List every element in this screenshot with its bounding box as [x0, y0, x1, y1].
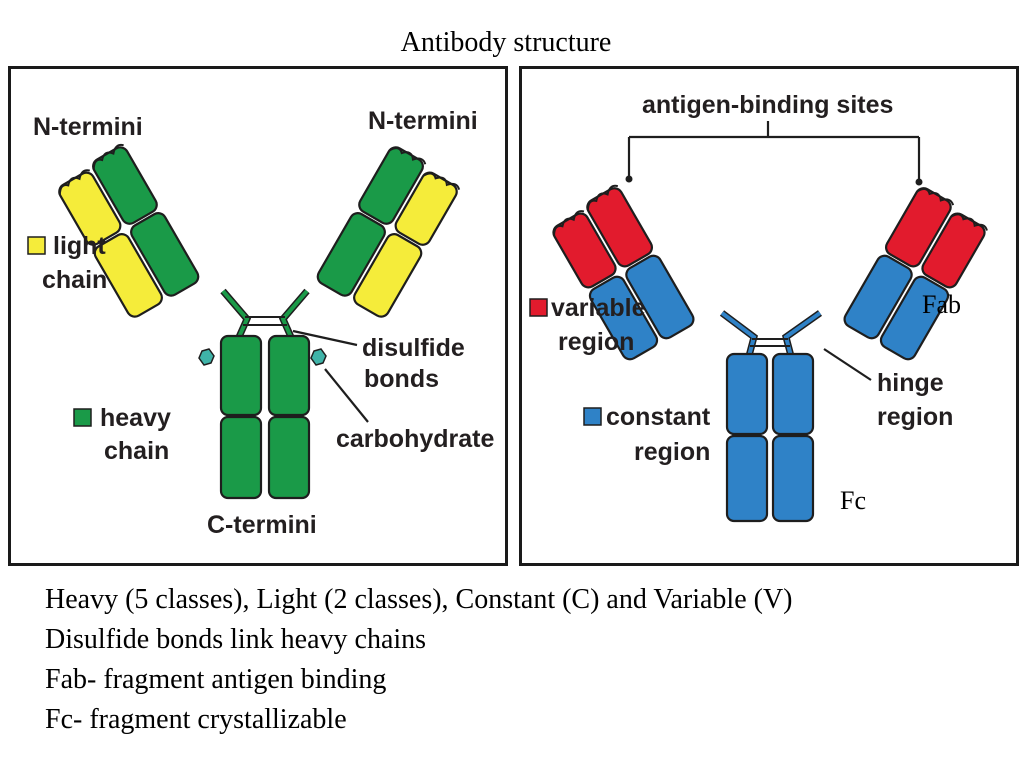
disulfide-pointer-line: [292, 329, 358, 347]
hinge-region-label: region: [877, 403, 953, 431]
light-chain-legend-label: chain: [42, 266, 107, 294]
antibody-regions-diagram: antigen-binding sites variable region co…: [529, 91, 988, 523]
antibody-chains-diagram: N-termini N-termini light chain heavy ch…: [27, 107, 494, 539]
heavy-chain-legend-label: heavy: [100, 404, 171, 432]
constant-region-legend-swatch: [583, 407, 602, 426]
left-arm: [58, 143, 200, 318]
variable-region-legend-swatch: [529, 298, 548, 317]
hinge-left: [220, 288, 310, 339]
left-fab-arm: [552, 184, 695, 361]
constant-region-legend-label: constant: [606, 403, 711, 431]
constant-region-domain-right: [879, 275, 950, 361]
variable-region-legend-label: region: [558, 328, 634, 356]
disulfide-bond-lines: [243, 316, 287, 326]
slide-title: Antibody structure: [400, 27, 612, 58]
heavy-chain-legend-label: chain: [104, 437, 169, 465]
disulfide-bonds-label: bonds: [364, 365, 439, 393]
n-termini-right-label: N-termini: [368, 107, 478, 135]
constant-region-domain-right: [843, 254, 913, 340]
fab-label: Fab: [922, 290, 961, 319]
variable-region-legend-label: variable: [551, 294, 646, 322]
hinge-pointer-line: [823, 348, 872, 381]
constant-region-domain-left: [588, 275, 659, 361]
constant-region-legend-label: region: [634, 438, 710, 466]
hinge-region-label: hinge: [877, 369, 944, 397]
constant-region-domain-left: [625, 254, 695, 340]
antigen-binding-sites-label: antigen-binding sites: [642, 91, 893, 119]
carbohydrate-icon: [310, 348, 327, 366]
carbohydrate-icon: [198, 348, 215, 366]
right-arm: [316, 146, 461, 318]
note-line: Heavy (5 classes), Light (2 classes), Co…: [45, 584, 793, 615]
bracket-antigen-binding-sites: [625, 121, 923, 186]
fc-stem: [725, 352, 815, 523]
carbohydrate-pointer-line: [324, 368, 369, 423]
carbohydrate-label: carbohydrate: [336, 425, 494, 453]
light-chain-constant-domain-left: [93, 233, 163, 318]
right-fab-arm: [843, 187, 988, 361]
heavy-chain-constant-domain-left: [130, 212, 200, 297]
light-chain-constant-domain-right: [353, 233, 423, 318]
chain-diagram-panel: N-termini N-termini light chain heavy ch…: [8, 66, 508, 566]
region-diagram-panel: antigen-binding sites variable region co…: [519, 66, 1019, 566]
hinge-links: [719, 310, 823, 357]
heavy-chain-legend-swatch: [73, 408, 92, 427]
light-chain-legend-swatch: [27, 236, 46, 255]
light-chain-legend-label: light: [53, 232, 106, 260]
n-termini-left-label: N-termini: [33, 113, 143, 141]
notes-list: Heavy (5 classes), Light (2 classes), Co…: [45, 580, 1005, 740]
c-termini-label: C-termini: [207, 511, 317, 539]
note-line: Fc- fragment crystallizable: [45, 704, 347, 735]
note-line: Fab- fragment antigen binding: [45, 664, 387, 695]
fc-label: Fc: [840, 486, 866, 515]
fc-stem: [219, 334, 311, 500]
heavy-chain-constant-domain-right: [316, 212, 386, 297]
note-line: Disulfide bonds link heavy chains: [45, 624, 427, 655]
disulfide-bonds-label: disulfide: [362, 334, 465, 362]
